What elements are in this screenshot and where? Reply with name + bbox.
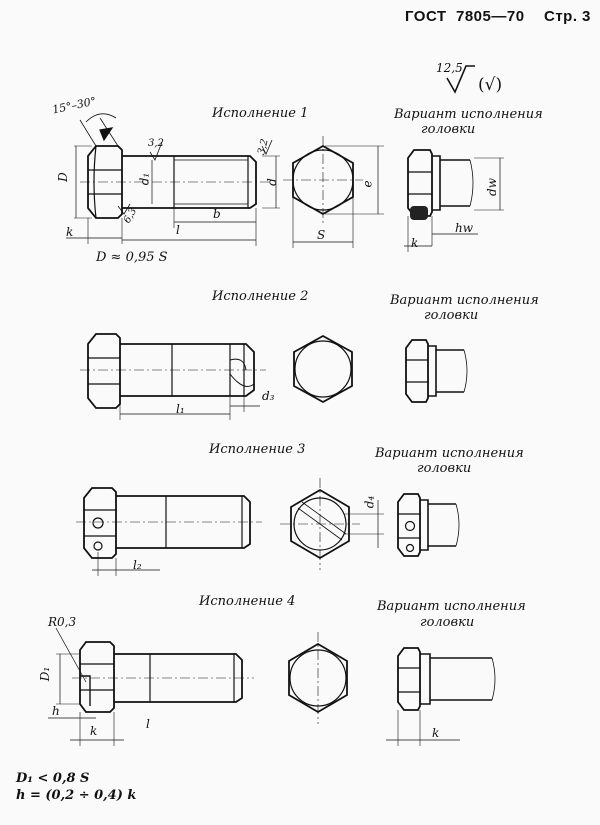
dim-k2: k: [411, 236, 419, 250]
dim-hw: hw: [455, 221, 473, 235]
dim-l4: l: [146, 717, 150, 731]
roughness-paren: (√): [478, 75, 503, 95]
bolt4-end-view: [289, 632, 347, 724]
formula-D: D ≈ 0,95 S: [96, 250, 168, 265]
formula-D1: D₁ < 0,8 S: [16, 771, 90, 786]
section3-variant-line1: Вариант исполнения: [375, 446, 524, 461]
section1-title: Исполнение 1: [212, 106, 309, 121]
bolt1-variant-head: [404, 150, 504, 252]
section3-variant-line2: головки: [417, 461, 472, 476]
formula-h: h = (0,2 ÷ 0,4) k: [16, 788, 137, 803]
dim-l1: l₁: [176, 402, 185, 416]
section4-variant-line1: Вариант исполнения: [377, 599, 526, 614]
bolt2-side-view: [80, 334, 266, 420]
bolt3-variant-head: [398, 494, 459, 556]
section4-variant-line2: головки: [420, 615, 475, 630]
dim-l: l: [176, 223, 180, 237]
dim-s: S: [317, 228, 326, 242]
bolt3-side-view: [76, 488, 262, 576]
dim-k: k: [66, 225, 74, 239]
dim-l2: l₂: [133, 558, 142, 572]
bolt1-side-view: [66, 114, 280, 246]
page-label: Стр.: [544, 8, 578, 25]
section2-variant-line2: головки: [424, 308, 479, 323]
dim-d3: d₃: [262, 389, 275, 403]
dim-k4: k: [90, 724, 98, 738]
standard-number: 7805—70: [456, 8, 525, 25]
section2-variant-line1: Вариант исполнения: [390, 293, 539, 308]
section1-variant-line1: Вариант исполнения: [394, 107, 543, 122]
dim-k4b: k: [432, 726, 440, 740]
dim-b: b: [213, 207, 221, 221]
section2-title: Исполнение 2: [212, 289, 309, 304]
bolt3-end-view: [280, 478, 384, 570]
bolt4-side-view: [48, 628, 254, 746]
bolt4-variant-head: [386, 648, 495, 746]
roughness-value: 12,5: [436, 61, 463, 75]
section3-title: Исполнение 3: [209, 442, 306, 457]
roughness-symbol: [447, 66, 475, 92]
dim-rough1: 3,2: [148, 138, 164, 149]
page-number: 3: [582, 8, 591, 25]
dim-h: h: [52, 704, 60, 718]
standard-label: ГОСТ: [405, 8, 447, 25]
bolt2-variant-head: [406, 340, 467, 402]
bolt1-end-view: [283, 136, 384, 248]
section1-variant-line2: головки: [421, 122, 476, 137]
bolt2-end-view: [294, 336, 352, 402]
dim-R: R0,3: [48, 615, 77, 629]
section4-title: Исполнение 4: [199, 594, 296, 609]
